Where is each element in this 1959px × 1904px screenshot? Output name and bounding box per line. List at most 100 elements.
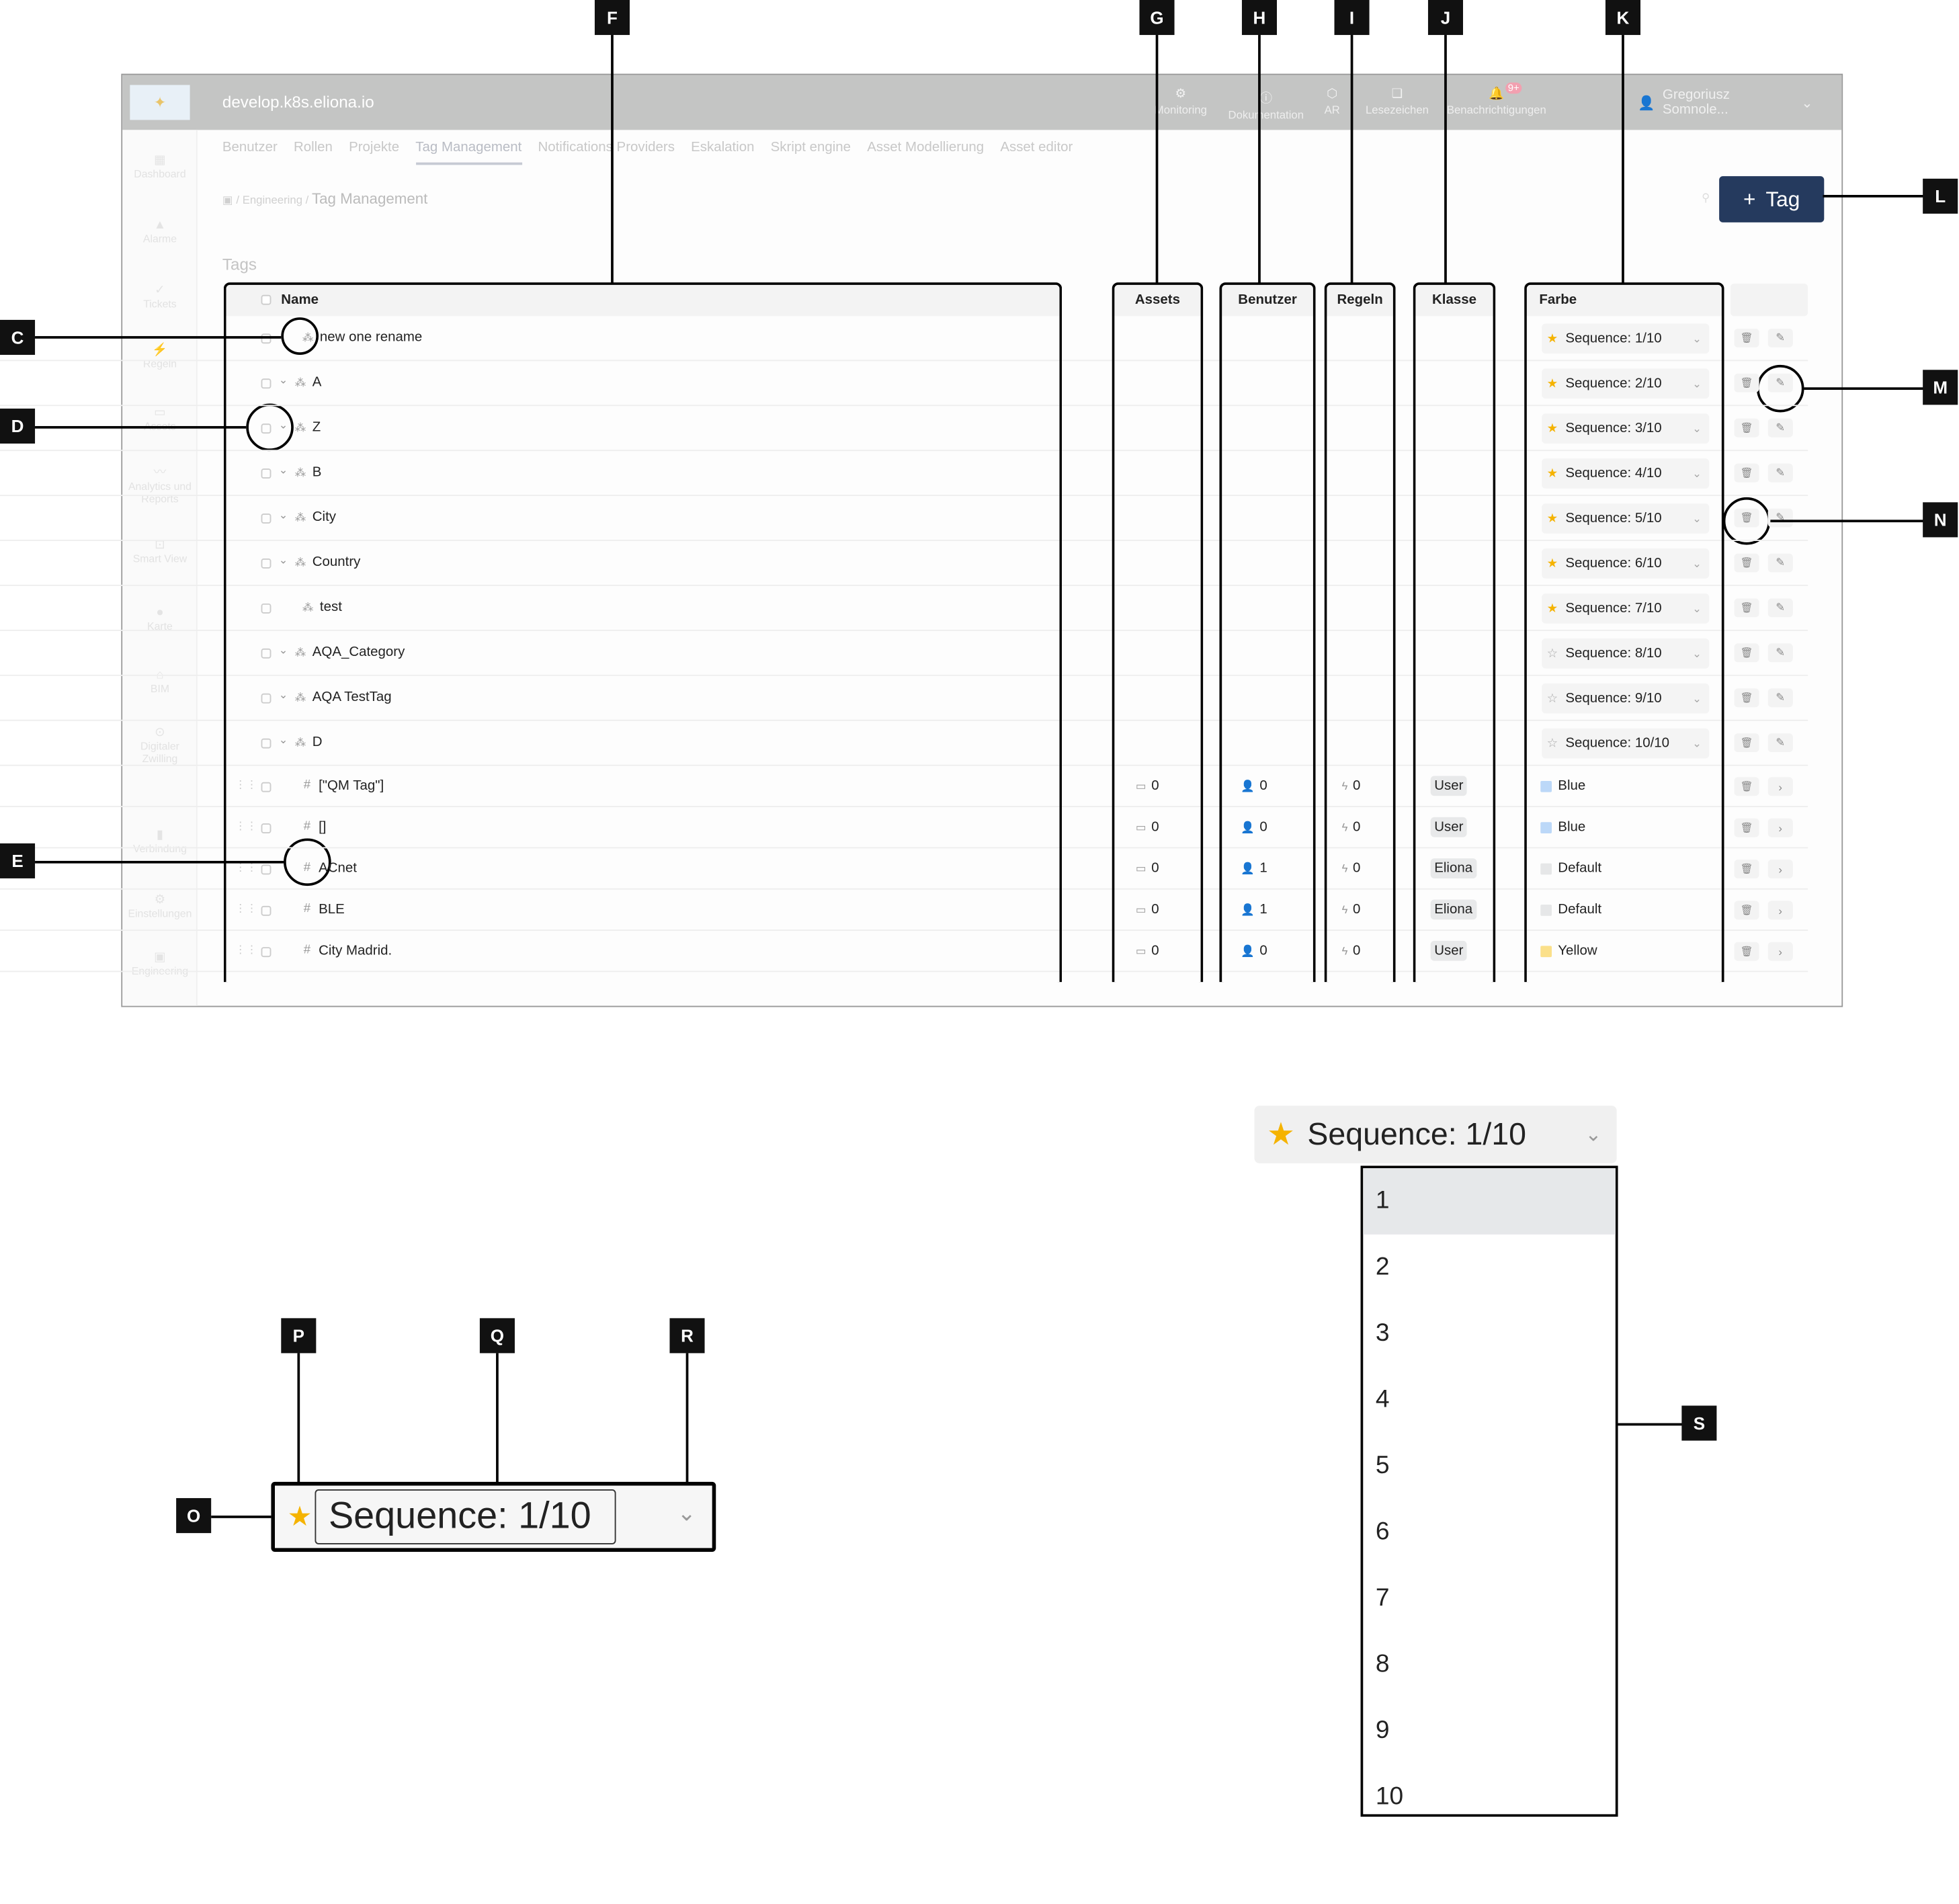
star-filled-icon[interactable]: ★ (1546, 556, 1558, 571)
tab-asset-modellierung[interactable]: Asset Modellierung (867, 140, 985, 155)
edit-button[interactable]: ✎ (1767, 328, 1793, 347)
row-checkbox[interactable] (261, 738, 272, 749)
row-checkbox[interactable] (261, 468, 272, 479)
delete-button[interactable]: 🗑 (1734, 598, 1759, 618)
sequence-select[interactable]: ★Sequence: 7/10⌄ (1542, 593, 1710, 624)
expand-button[interactable]: › (1767, 818, 1793, 837)
row-checkbox[interactable] (261, 423, 272, 434)
delete-button[interactable]: 🗑 (1734, 942, 1759, 961)
add-tag-button[interactable]: +Tag (1719, 176, 1825, 222)
column-header-rules[interactable]: Regeln (1324, 284, 1396, 317)
star-filled-icon[interactable]: ★ (1546, 421, 1558, 436)
table-row[interactable]: ⌄⁂Country★Sequence: 6/10⌄🗑✎ (0, 541, 1808, 586)
star-outline-icon[interactable]: ☆ (1546, 736, 1558, 751)
edit-button[interactable]: ✎ (1767, 598, 1793, 618)
dropdown-option[interactable]: 10 (1375, 1782, 1404, 1811)
edit-button[interactable]: ✎ (1767, 688, 1793, 708)
delete-button[interactable]: 🗑 (1734, 643, 1759, 663)
sequence-dropdown-zoom[interactable]: ★Sequence: 1/10⌄ (1254, 1106, 1617, 1163)
edit-button[interactable]: ✎ (1767, 418, 1793, 438)
expand-button[interactable]: › (1767, 777, 1793, 796)
tab-tag-management[interactable]: Tag Management (415, 140, 522, 165)
user-menu[interactable]: 👤Gregoriusz Somnole...⌄ (1628, 84, 1812, 122)
delete-button[interactable]: 🗑 (1734, 508, 1759, 528)
delete-button[interactable]: 🗑 (1734, 688, 1759, 708)
drag-handle-icon[interactable]: ⋮⋮ (235, 819, 257, 833)
star-filled-icon[interactable]: ★ (1546, 602, 1558, 616)
sidebar-item-assets[interactable]: ▭Assets (122, 407, 198, 432)
row-checkbox[interactable] (261, 864, 272, 875)
column-header-name[interactable]: Name (223, 284, 1062, 317)
chevron-down-icon[interactable]: ⌄ (278, 508, 288, 522)
row-checkbox[interactable] (261, 947, 272, 958)
row-checkbox[interactable] (261, 333, 272, 344)
delete-button[interactable]: 🗑 (1734, 860, 1759, 878)
star-filled-icon[interactable]: ★ (1546, 331, 1558, 346)
sidebar-item-einstellungen[interactable]: ⚙Einstellungen (122, 894, 198, 919)
tab-asset-editor[interactable]: Asset editor (1000, 140, 1073, 155)
column-header-assets[interactable]: Assets (1112, 284, 1204, 317)
table-row[interactable]: ⁂new one rename★Sequence: 1/10⌄🗑✎ (0, 316, 1808, 362)
topbar-item-benachrichtigungen[interactable]: 🔔9+Benachrichtigungen (1447, 82, 1546, 116)
delete-button[interactable]: 🗑 (1734, 818, 1759, 837)
chevron-down-icon[interactable]: ⌄ (278, 733, 288, 746)
star-outline-icon[interactable]: ☆ (1546, 692, 1558, 706)
delete-button[interactable]: 🗑 (1734, 463, 1759, 483)
sidebar-item-digitaler-zwilling[interactable]: ⊙Digitaler Zwilling (122, 727, 198, 765)
sequence-select[interactable]: ★Sequence: 4/10⌄ (1542, 458, 1710, 489)
star-filled-icon[interactable]: ★ (1546, 511, 1558, 526)
chevron-down-icon[interactable]: ⌄ (278, 553, 288, 567)
tab-eskalation[interactable]: Eskalation (691, 140, 755, 155)
column-header-color[interactable]: Farbe (1524, 284, 1724, 317)
drag-handle-icon[interactable]: ⋮⋮ (235, 778, 257, 791)
edit-button[interactable]: ✎ (1767, 733, 1793, 753)
star-outline-icon[interactable]: ☆ (1546, 647, 1558, 661)
dropdown-option[interactable]: 3 (1375, 1319, 1390, 1348)
drag-handle-icon[interactable]: ⋮⋮ (235, 860, 257, 874)
topbar-item-ar[interactable]: ⬡AR (1325, 87, 1340, 116)
table-row[interactable]: ⌄⁂AQA TestTag☆Sequence: 9/10⌄🗑✎ (0, 676, 1808, 721)
drag-handle-icon[interactable]: ⋮⋮ (235, 902, 257, 915)
logo[interactable]: ✦ (130, 85, 190, 120)
edit-button[interactable]: ✎ (1767, 553, 1793, 573)
delete-button[interactable]: 🗑 (1734, 418, 1759, 438)
delete-button[interactable]: 🗑 (1734, 733, 1759, 753)
row-checkbox[interactable] (261, 905, 272, 916)
star-icon[interactable]: ★ (287, 1500, 312, 1532)
sequence-value[interactable]: Sequence: 1/10 (315, 1489, 616, 1544)
expand-button[interactable]: › (1767, 901, 1793, 920)
star-filled-icon[interactable]: ★ (1546, 376, 1558, 390)
sidebar-item-karte[interactable]: ●Karte (122, 607, 198, 632)
dropdown-option[interactable]: 9 (1375, 1716, 1390, 1745)
dropdown-option[interactable]: 2 (1375, 1253, 1390, 1281)
sequence-select[interactable]: ★Sequence: 2/10⌄ (1542, 368, 1710, 399)
drag-handle-icon[interactable]: ⋮⋮ (235, 943, 257, 956)
edit-button[interactable]: ✎ (1767, 463, 1793, 483)
delete-button[interactable]: 🗑 (1734, 373, 1759, 392)
delete-button[interactable]: 🗑 (1734, 777, 1759, 796)
column-header-users[interactable]: Benutzer (1219, 284, 1316, 317)
dropdown-option[interactable]: 8 (1375, 1650, 1390, 1678)
sidebar-item-dashboard[interactable]: ▦Dashboard (122, 155, 198, 180)
sidebar-item-tickets[interactable]: ✓Tickets (122, 284, 198, 310)
tab-benutzer[interactable]: Benutzer (222, 140, 278, 155)
chevron-down-icon[interactable]: ⌄ (278, 373, 288, 386)
row-checkbox[interactable] (261, 648, 272, 659)
chevron-down-icon[interactable]: ⌄ (278, 463, 288, 477)
sequence-select[interactable]: ★Sequence: 3/10⌄ (1542, 413, 1710, 444)
tab-rollen[interactable]: Rollen (293, 140, 333, 155)
table-row[interactable]: ⌄⁂A★Sequence: 2/10⌄🗑✎ (0, 361, 1808, 407)
row-checkbox[interactable] (261, 513, 272, 524)
sequence-select-zoom[interactable]: ★ Sequence: 1/10 ⌄ (271, 1481, 716, 1553)
sequence-select[interactable]: ★Sequence: 6/10⌄ (1542, 548, 1710, 579)
table-row[interactable]: ⁂test★Sequence: 7/10⌄🗑✎ (0, 586, 1808, 631)
chevron-down-icon[interactable]: ⌄ (278, 418, 288, 431)
table-row[interactable]: ⌄⁂AQA_Category☆Sequence: 8/10⌄🗑✎ (0, 631, 1808, 676)
sidebar-item-alarme[interactable]: ▲Alarme (122, 219, 198, 245)
breadcrumb-parent[interactable]: / Engineering / (236, 194, 309, 206)
table-row[interactable]: ⌄⁂City★Sequence: 5/10⌄🗑✎ (0, 496, 1808, 541)
topbar-item-monitoring[interactable]: ⚙Monitoring (1155, 87, 1207, 116)
